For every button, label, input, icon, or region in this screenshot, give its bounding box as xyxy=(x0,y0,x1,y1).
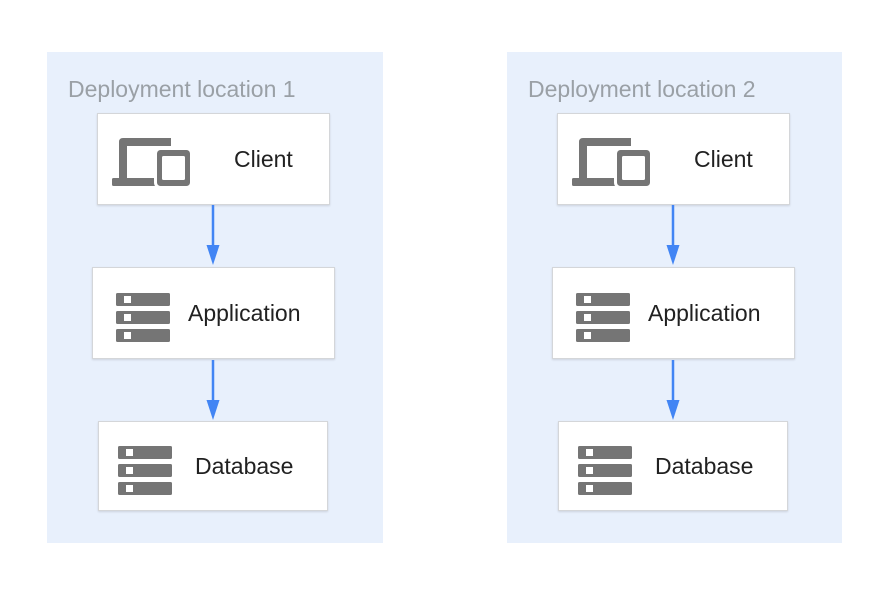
node-database: Database xyxy=(558,421,788,511)
devices-icon xyxy=(112,138,192,188)
panel-deployment-location-1: Deployment location 1 Client xyxy=(47,52,383,543)
arrow-client-to-application xyxy=(206,205,220,265)
server-stack-icon xyxy=(116,292,170,342)
node-application: Application xyxy=(92,267,335,359)
devices-icon xyxy=(572,138,652,188)
server-stack-icon xyxy=(576,292,630,342)
node-label: Database xyxy=(195,452,294,479)
panel-title: Deployment location 1 xyxy=(68,76,296,102)
panel-deployment-location-2: Deployment location 2 Client xyxy=(507,52,842,543)
node-client: Client xyxy=(557,113,790,205)
arrow-application-to-database xyxy=(206,360,220,420)
arrow-application-to-database xyxy=(666,360,680,420)
server-stack-icon xyxy=(578,445,632,495)
server-stack-icon xyxy=(118,445,172,495)
panel-title: Deployment location 2 xyxy=(528,76,756,102)
node-database: Database xyxy=(98,421,328,511)
node-label: Application xyxy=(188,299,301,326)
node-label: Client xyxy=(234,145,293,172)
node-label: Client xyxy=(694,145,753,172)
node-label: Application xyxy=(648,299,761,326)
node-label: Database xyxy=(655,452,754,479)
arrow-client-to-application xyxy=(666,205,680,265)
node-application: Application xyxy=(552,267,795,359)
node-client: Client xyxy=(97,113,330,205)
